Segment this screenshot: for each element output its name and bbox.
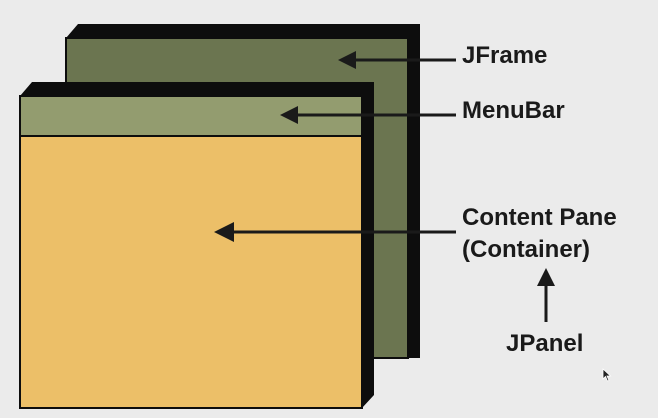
label-content-pane: Content Pane (Container) xyxy=(462,202,617,266)
label-jframe: JFrame xyxy=(462,42,548,69)
mouse-cursor-icon xyxy=(602,368,612,382)
arrow-menubar xyxy=(280,106,456,124)
content-pane xyxy=(19,135,363,409)
label-jpanel: JPanel xyxy=(506,330,584,357)
arrow-jpanel xyxy=(537,268,555,322)
arrow-content-pane xyxy=(214,222,456,242)
front-panel xyxy=(19,82,374,409)
label-content-pane-line1: Content Pane xyxy=(462,204,617,231)
arrow-jframe xyxy=(338,51,456,69)
label-content-pane-line2: (Container) xyxy=(462,236,590,263)
label-menubar: MenuBar xyxy=(462,97,565,124)
